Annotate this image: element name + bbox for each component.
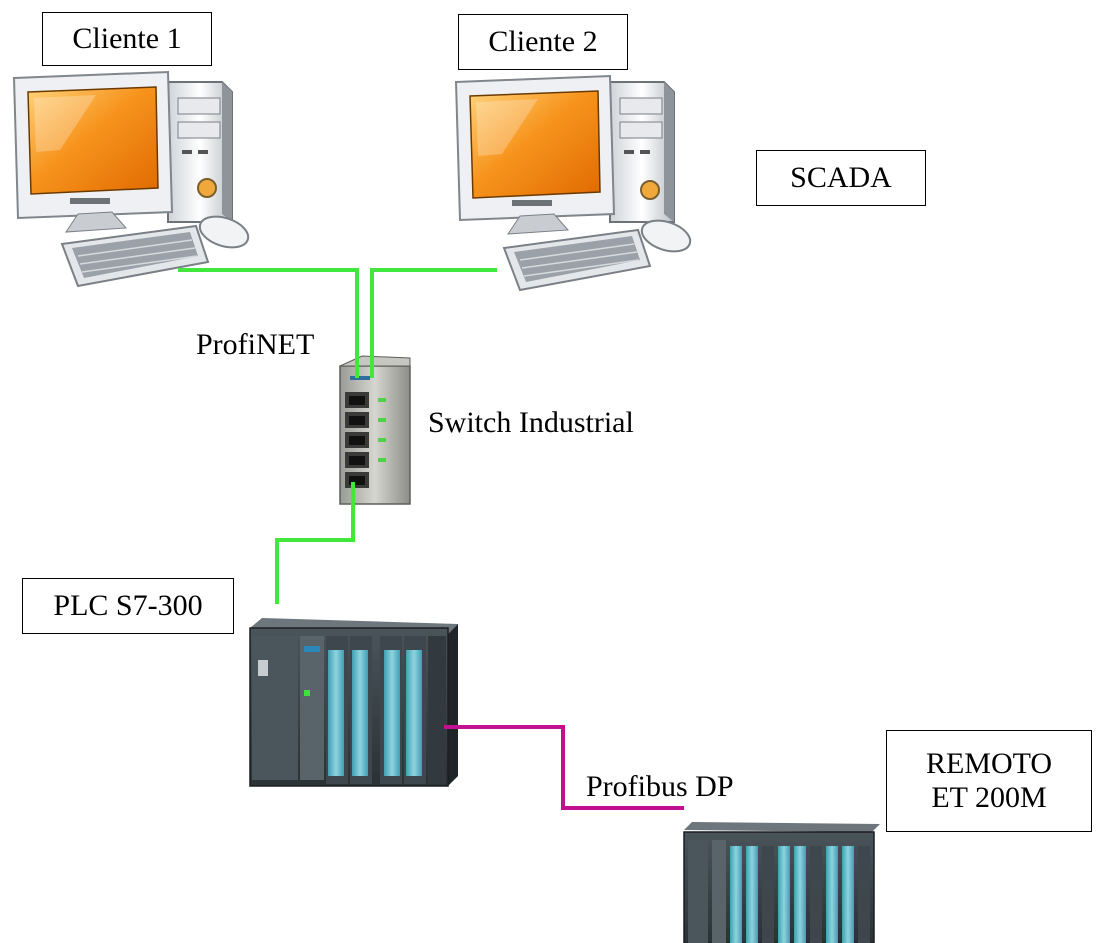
profinet-link-client2 <box>370 268 497 378</box>
client2-label: Cliente 2 <box>488 24 598 58</box>
remote-label-line2: ET 200M <box>931 781 1047 814</box>
remote-label-line1: REMOTO <box>925 746 1053 780</box>
plc-label: PLC S7-300 <box>53 588 203 622</box>
remote-label-box: REMOTO ET 200M <box>886 730 1092 832</box>
profibus-label: Profibus DP <box>586 770 734 803</box>
client2-computer-icon <box>454 74 692 292</box>
client2-label-box: Cliente 2 <box>458 14 628 70</box>
client1-label: Cliente 1 <box>72 21 182 55</box>
plc-label-box: PLC S7-300 <box>22 578 234 634</box>
profinet-label: ProfiNET <box>196 328 315 361</box>
plc-rack-icon <box>249 618 458 787</box>
profibus-link-remote <box>444 725 684 810</box>
client1-computer-icon <box>12 70 250 288</box>
profinet-link-client1 <box>178 268 359 378</box>
switch-label: Switch Industrial <box>428 406 634 439</box>
scada-label: SCADA <box>790 160 892 194</box>
scada-label-box: SCADA <box>756 150 926 206</box>
client1-label-box: Cliente 1 <box>42 12 212 66</box>
industrial-switch-icon <box>339 355 411 505</box>
profinet-link-plc <box>275 482 355 604</box>
remote-io-rack-icon <box>683 822 880 943</box>
